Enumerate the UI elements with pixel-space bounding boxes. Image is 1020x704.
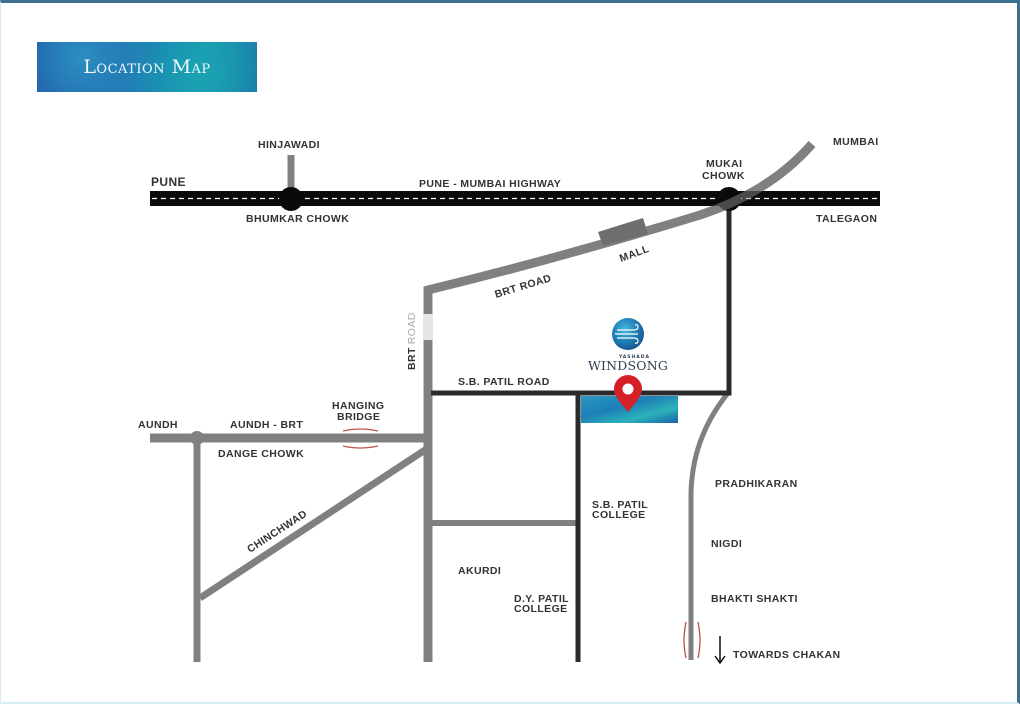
label-bhumkar-chowk: BHUMKAR CHOWK — [246, 213, 349, 225]
label-hanging: HANGING — [332, 400, 384, 412]
brt-road-overpass — [698, 141, 816, 220]
label-nigdi: NIGDI — [711, 538, 742, 550]
brt-road-gap — [423, 314, 433, 340]
label-mukai: MUKAI — [706, 158, 742, 170]
mall-block — [598, 218, 648, 246]
brand-prefix: YASHADA — [618, 354, 650, 360]
label-talegaon: TALEGAON — [816, 213, 877, 225]
label-bhakti-shakti: BHAKTI SHAKTI — [711, 593, 798, 605]
label-chowk: CHOWK — [702, 170, 745, 182]
chinchwad-road — [198, 445, 430, 601]
label-towards-chakan: TOWARDS CHAKAN — [733, 649, 841, 661]
label-mall: MALL — [618, 243, 651, 265]
page-title: Location Map — [83, 56, 211, 78]
map-labels: HINJAWADI PUNE PUNE - MUMBAI HIGHWAY BHU… — [138, 136, 879, 661]
location-map-banner: Location Map — [37, 42, 257, 92]
pune-mumbai-highway — [150, 187, 880, 211]
label-hinjawadi: HINJAWADI — [258, 139, 320, 151]
sb-patil-road — [431, 199, 732, 396]
dange-chowk-junction — [190, 431, 204, 445]
label-dy-patil-college-2: COLLEGE — [514, 603, 568, 615]
wind-icon — [615, 324, 639, 344]
label-dange-chowk: DANGE CHOWK — [218, 448, 304, 460]
label-bridge: BRIDGE — [337, 411, 380, 423]
hanging-bridge-marks — [342, 428, 701, 659]
label-dy-patil-college-1: D.Y. PATIL — [514, 593, 569, 605]
label-highway: PUNE - MUMBAI HIGHWAY — [419, 178, 561, 190]
label-sb-patil-college-2: COLLEGE — [592, 509, 646, 521]
label-pradhikaran: PRADHIKARAN — [715, 478, 798, 490]
label-brt-road: BRT ROAD — [493, 272, 553, 301]
windsong-logo: YASHADA WINDSONG — [588, 318, 668, 373]
label-aundh-brt: AUNDH - BRT — [230, 419, 303, 431]
location-pin-icon[interactable] — [614, 375, 642, 412]
arrow-down-icon — [714, 636, 726, 665]
label-brt-road-vertical: BRTROAD — [406, 312, 418, 370]
label-sb-patil-road: S.B. PATIL ROAD — [458, 376, 550, 388]
label-pune: PUNE — [151, 175, 186, 189]
label-mumbai: MUMBAI — [833, 136, 879, 148]
bhumkar-chowk-junction — [279, 187, 303, 211]
nigdi-road — [688, 391, 730, 660]
local-roads — [431, 199, 732, 662]
brand-name: WINDSONG — [588, 358, 668, 373]
label-sb-patil-college-1: S.B. PATIL — [592, 499, 648, 511]
label-aundh: AUNDH — [138, 419, 178, 431]
label-akurdi: AKURDI — [458, 565, 501, 577]
